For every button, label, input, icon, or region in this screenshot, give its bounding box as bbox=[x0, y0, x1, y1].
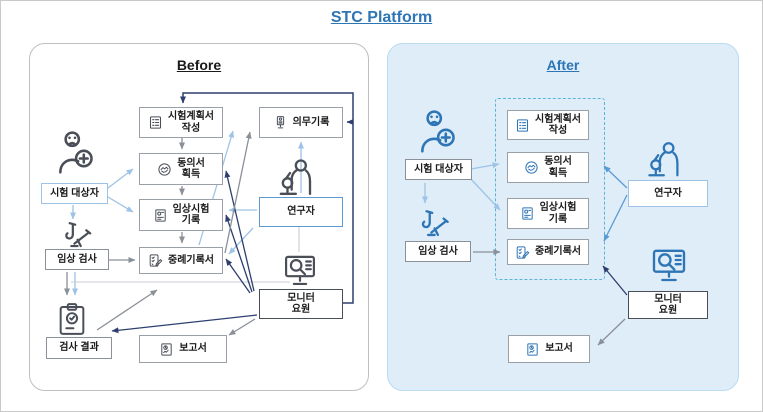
before-clinical-test-box: 임상 검사 bbox=[45, 249, 109, 270]
after-trial-record-label: 임상시험 기록 bbox=[539, 202, 577, 225]
after-case-report-label: 중례기록서 bbox=[535, 246, 581, 258]
after-researcher-label: 연구자 bbox=[654, 187, 682, 199]
before-trial-record-box: 임상시험 기록 bbox=[139, 199, 223, 231]
before-test-result-box: 검사 결과 bbox=[46, 337, 112, 359]
after-plan-label: 시험계획서 작성 bbox=[535, 113, 581, 137]
before-plan-label: 시험계획서 작성 bbox=[168, 111, 214, 134]
after-case-report-box: 중례기록서 bbox=[507, 239, 589, 265]
document-record-icon bbox=[521, 207, 533, 220]
after-researcher-box: 연구자 bbox=[628, 180, 708, 207]
after-subject-label: 시험 대상자 bbox=[414, 163, 463, 175]
before-clinical-test-label: 임상 검사 bbox=[57, 253, 97, 265]
before-researcher-label: 연구자 bbox=[287, 206, 315, 218]
after-report-label: 보고서 bbox=[545, 343, 573, 355]
before-title: Before bbox=[176, 57, 222, 73]
after-plan-box: 시험계획서 작성 bbox=[507, 110, 589, 140]
patient-icon bbox=[421, 110, 455, 153]
checklist-icon bbox=[516, 118, 529, 132]
document-record-icon bbox=[154, 208, 166, 222]
medical-record-monitor-icon bbox=[276, 116, 284, 129]
lab-test-icon bbox=[421, 210, 449, 237]
before-monitor-label: 모니터 요원 bbox=[287, 292, 315, 316]
before-trial-record-label: 임상시험 기록 bbox=[172, 203, 210, 227]
after-clinical-test-box: 임상 검사 bbox=[405, 241, 471, 262]
before-report-box: 보고서 bbox=[139, 335, 227, 363]
report-chart-icon bbox=[161, 342, 172, 356]
before-medical-record-label: 의무기록 bbox=[292, 116, 330, 128]
researcher-microscope-icon bbox=[279, 159, 312, 195]
researcher-microscope-icon bbox=[648, 142, 679, 177]
after-monitor-label: 모니터 요원 bbox=[654, 293, 682, 317]
before-test-result-label: 검사 결과 bbox=[59, 342, 99, 354]
case-report-pen-icon bbox=[149, 254, 163, 267]
before-monitor-box: 모니터 요원 bbox=[259, 289, 343, 319]
monitor-magnifier-icon bbox=[652, 249, 686, 282]
patient-icon bbox=[59, 131, 93, 174]
case-report-pen-icon bbox=[516, 245, 530, 259]
before-subject-label: 시험 대상자 bbox=[50, 187, 99, 199]
after-monitor-box: 모니터 요원 bbox=[628, 291, 708, 319]
after-consent-box: 동의서 획득 bbox=[507, 152, 589, 183]
before-report-label: 보고서 bbox=[179, 343, 207, 355]
after-consent-label: 동의서 획득 bbox=[544, 156, 572, 179]
before-medical-record-box: 의무기록 bbox=[259, 107, 343, 138]
before-case-report-label: 중례기록서 bbox=[168, 254, 214, 266]
after-trial-record-box: 임상시험 기록 bbox=[507, 198, 589, 229]
lab-test-icon bbox=[65, 222, 92, 248]
after-title: After bbox=[546, 57, 580, 73]
before-case-report-box: 중례기록서 bbox=[139, 247, 223, 274]
after-clinical-test-label: 임상 검사 bbox=[418, 245, 458, 257]
after-panel: After bbox=[387, 43, 739, 391]
before-subject-box: 시험 대상자 bbox=[41, 183, 108, 204]
before-plan-box: 시험계획서 작성 bbox=[139, 107, 223, 138]
after-report-box: 보고서 bbox=[508, 335, 590, 363]
monitor-magnifier-icon bbox=[285, 255, 315, 285]
before-researcher-box: 연구자 bbox=[259, 197, 343, 227]
handshake-icon bbox=[525, 161, 538, 174]
after-subject-box: 시험 대상자 bbox=[405, 159, 472, 180]
report-chart-icon bbox=[527, 342, 538, 356]
before-consent-box: 동의서 획득 bbox=[139, 153, 223, 185]
before-consent-label: 동의서 획득 bbox=[177, 157, 205, 181]
clipboard-check-icon bbox=[59, 303, 85, 335]
page-title: STC Platform bbox=[330, 9, 433, 26]
checklist-icon bbox=[149, 116, 162, 129]
handshake-icon bbox=[158, 162, 171, 176]
